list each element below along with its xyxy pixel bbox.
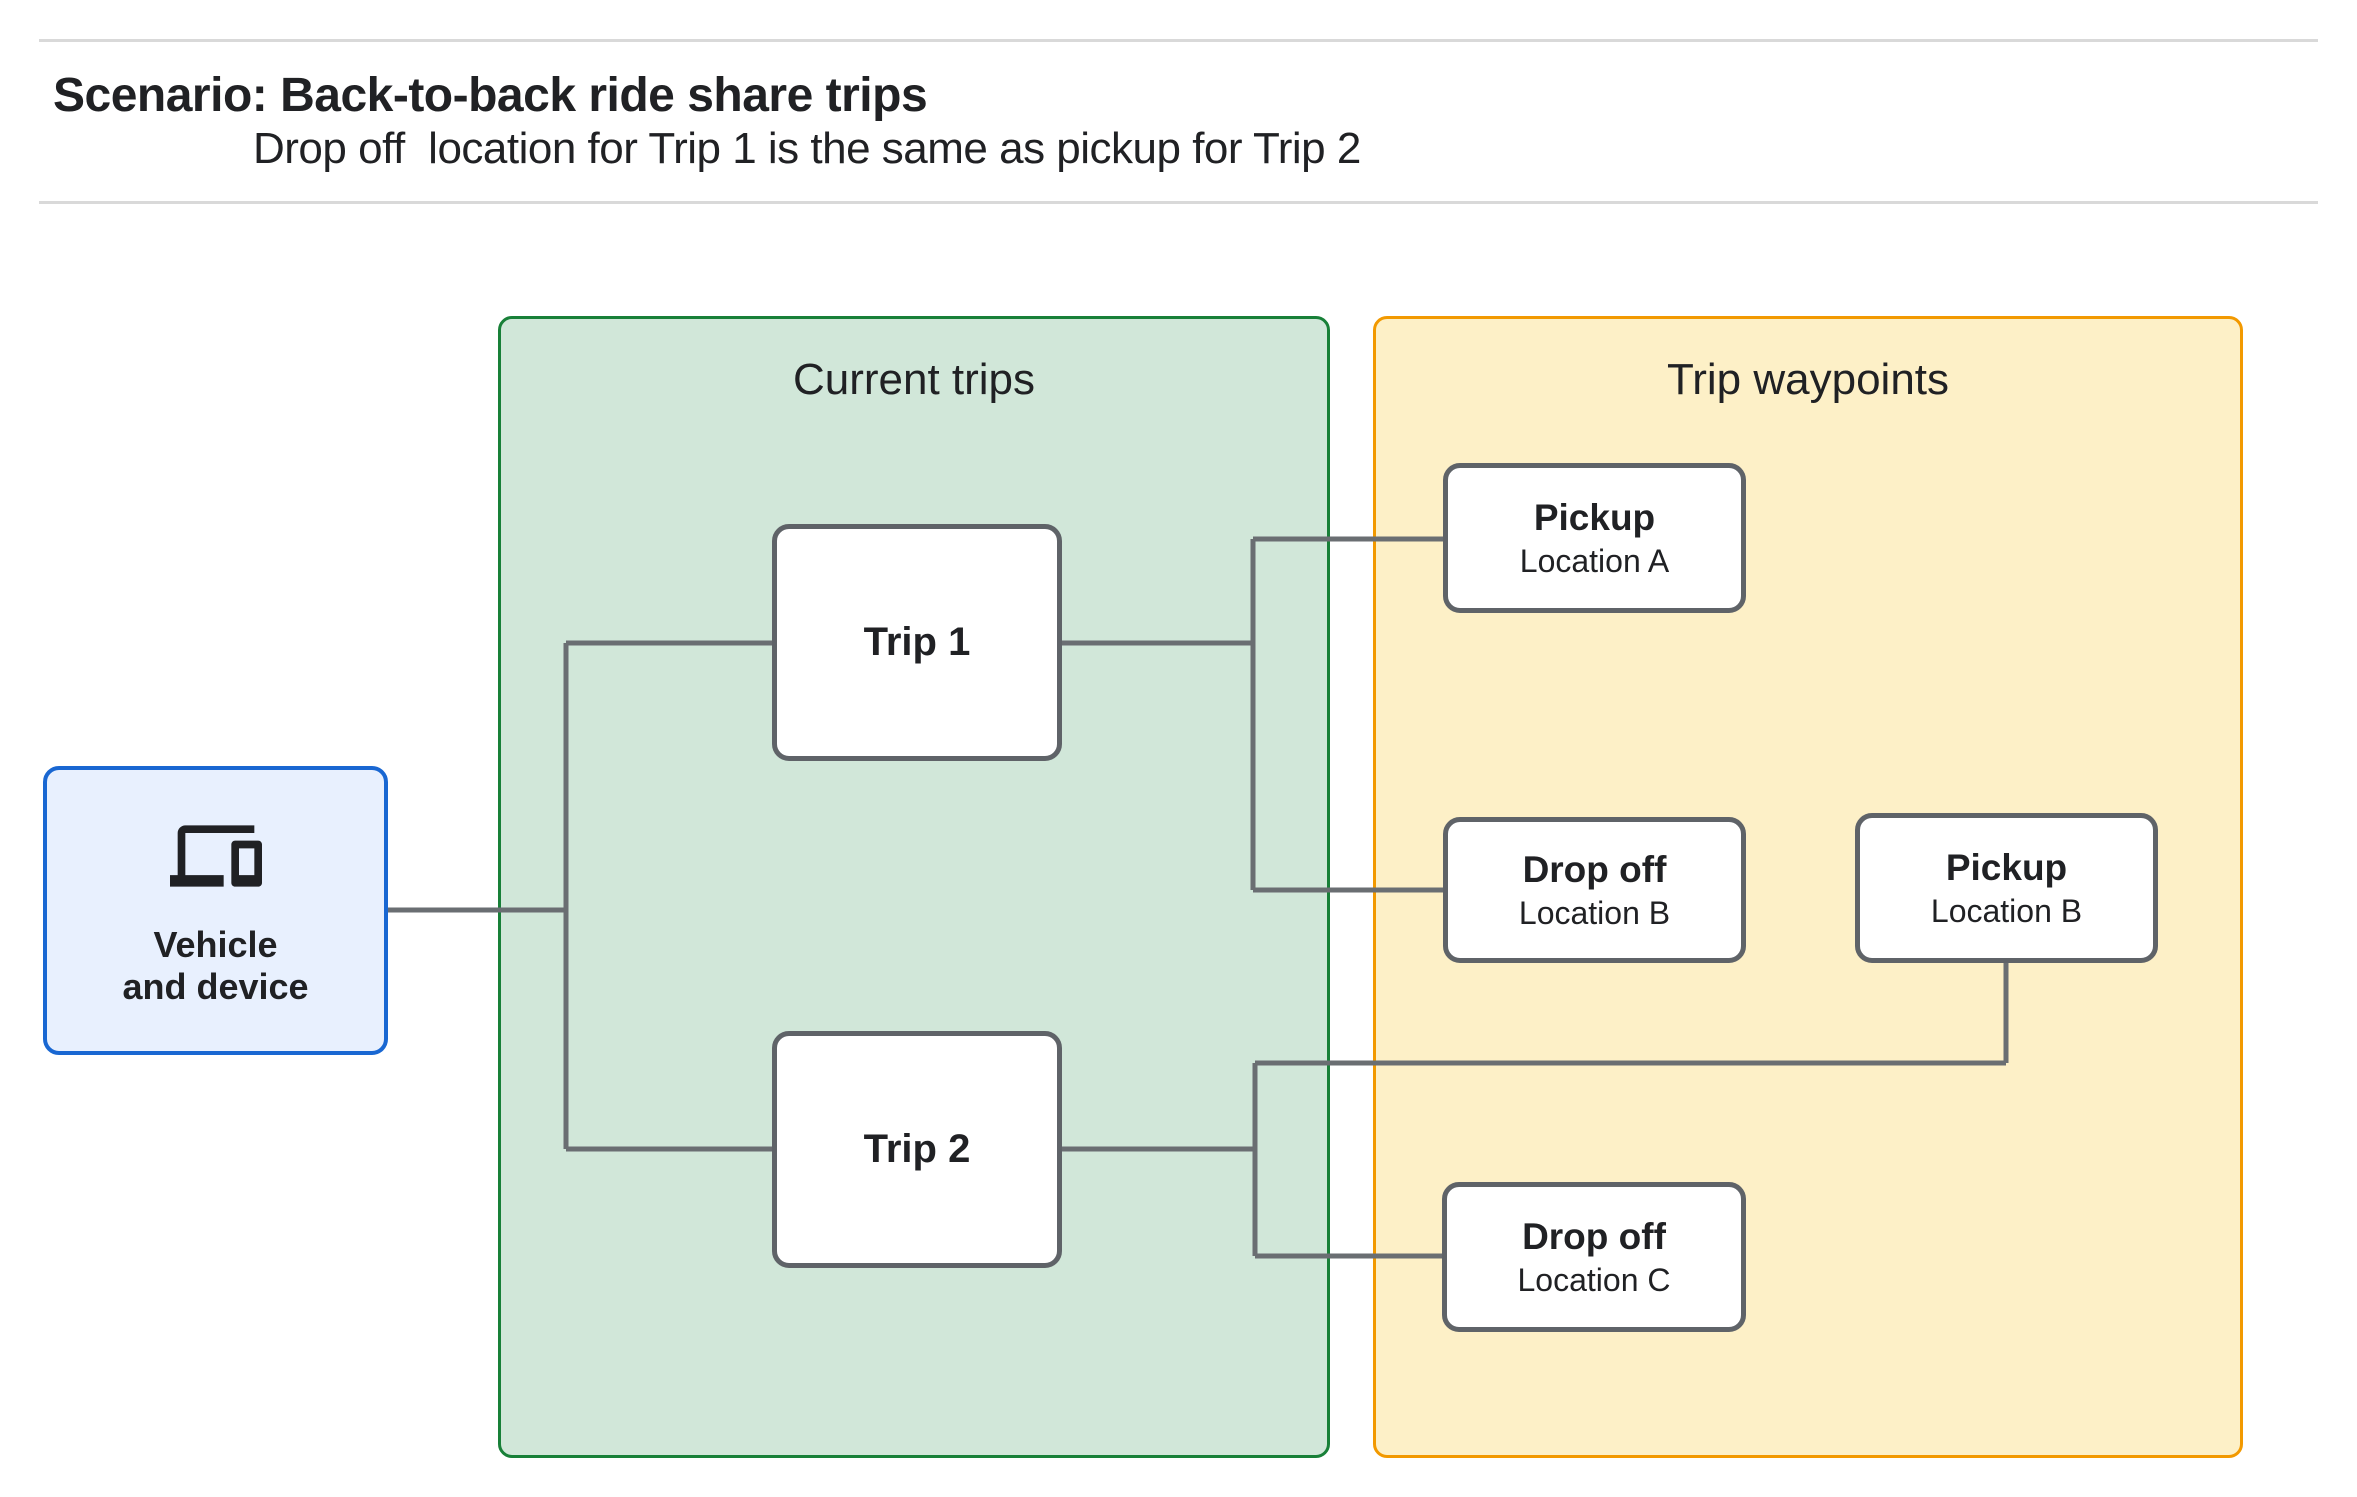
waypoint-pickup-location-b: Pickup Location B xyxy=(1855,813,2158,963)
waypoint-type: Pickup xyxy=(1533,496,1656,538)
header-bottom-divider xyxy=(39,201,2318,204)
page-title: Scenario: Back-to-back ride share trips xyxy=(53,69,928,122)
page-subtitle: Drop off location for Trip 1 is the same… xyxy=(253,124,1361,173)
vehicle-and-device-node: Vehicle and device xyxy=(43,766,388,1055)
waypoint-dropoff-location-b: Drop off Location B xyxy=(1443,817,1746,963)
waypoint-location: Location B xyxy=(1518,895,1671,932)
waypoint-location: Location A xyxy=(1519,543,1670,580)
trip-1-node: Trip 1 xyxy=(772,524,1062,761)
waypoint-location: Location C xyxy=(1517,1262,1671,1299)
waypoint-pickup-location-a: Pickup Location A xyxy=(1443,463,1746,613)
trip-2-label: Trip 2 xyxy=(863,1127,971,1171)
waypoint-type: Drop off xyxy=(1522,848,1667,890)
waypoint-type: Drop off xyxy=(1522,1215,1666,1257)
header-top-divider xyxy=(39,39,2318,42)
waypoint-dropoff-location-c: Drop off Location C xyxy=(1442,1182,1746,1332)
current-trips-title: Current trips xyxy=(792,355,1036,404)
trip-2-node: Trip 2 xyxy=(772,1031,1062,1268)
vehicle-label-line2: and device xyxy=(122,966,309,1007)
trip-1-label: Trip 1 xyxy=(863,620,971,664)
vehicle-label-line1: Vehicle xyxy=(153,924,278,965)
trip-waypoints-title: Trip waypoints xyxy=(1666,355,1950,404)
waypoint-type: Pickup xyxy=(1945,846,2068,888)
waypoint-location: Location B xyxy=(1930,893,2083,930)
devices-icon xyxy=(169,825,262,887)
